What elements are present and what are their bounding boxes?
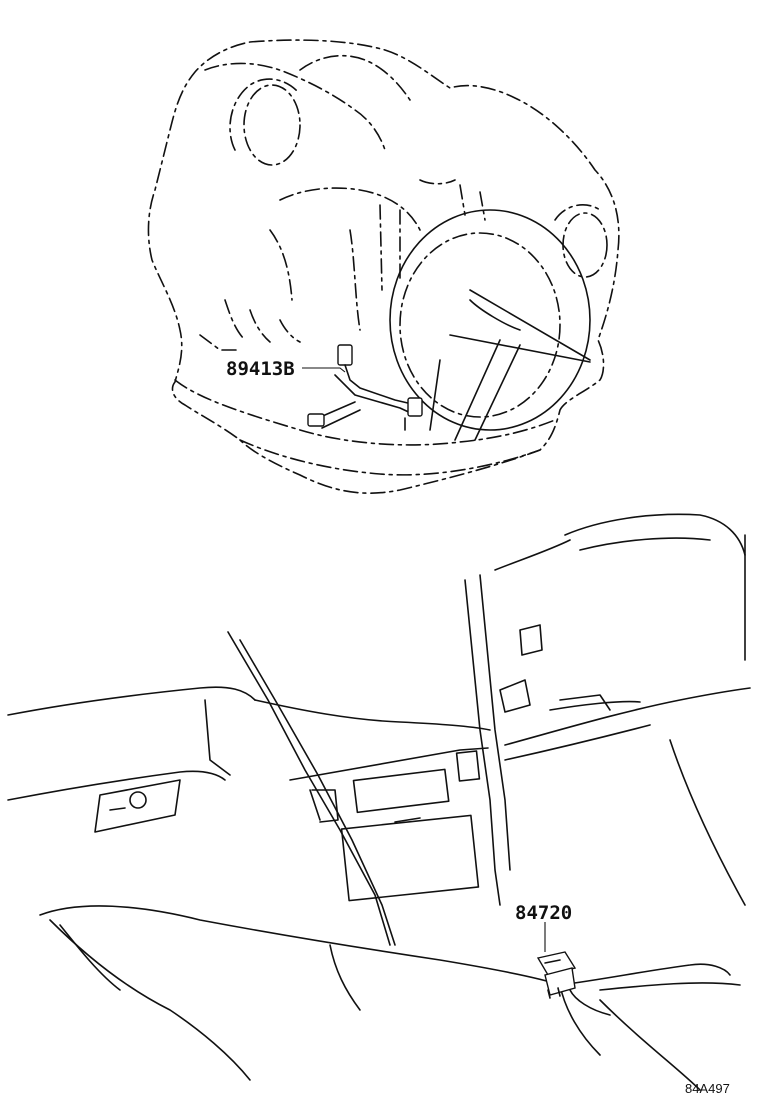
part-number-label-84720: 84720: [515, 902, 572, 924]
part-number-label-89413B: 89413B: [226, 358, 295, 380]
interior-illustration: [7, 513, 751, 1091]
leader-89413B: [302, 367, 346, 373]
illustration-code: 84A497: [685, 1081, 730, 1096]
switch-part: [536, 951, 577, 999]
transaxle-illustration: [147, 39, 620, 494]
speed-sensor-part: [307, 344, 423, 431]
